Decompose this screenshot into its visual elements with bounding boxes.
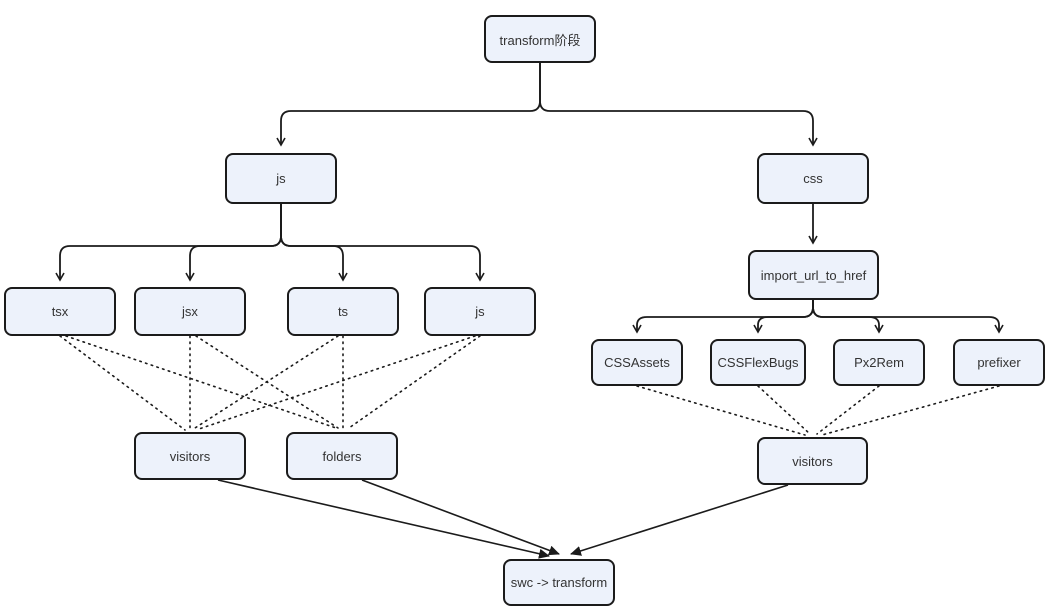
node-cssassets: CSSAssets	[591, 339, 683, 386]
tree-edges	[55, 63, 1004, 334]
node-ts: ts	[287, 287, 399, 336]
edge-transform-to-css	[539, 63, 818, 147]
edge-folders-to-swc	[361, 479, 560, 556]
node-px2rem: Px2Rem	[833, 339, 925, 386]
edge-import-to-prefixer	[812, 300, 1004, 334]
edge-jsleaf-to-folders	[348, 335, 481, 429]
node-prefixer: prefixer	[953, 339, 1045, 386]
edge-visitorsjs-to-swc	[217, 479, 550, 559]
edge-js-to-ts	[280, 204, 348, 282]
edge-tsx-to-visitors	[59, 335, 186, 431]
edge-px2rem-to-visitors	[816, 385, 880, 435]
node-swc-transform: swc -> transform	[503, 559, 615, 606]
edge-ts-to-visitors	[194, 335, 339, 429]
node-tsx: tsx	[4, 287, 116, 336]
node-jsx: jsx	[134, 287, 246, 336]
edge-visitorscss-to-swc	[570, 484, 789, 556]
node-css-branch: css	[757, 153, 869, 204]
edge-transform-to-js	[276, 63, 541, 147]
edge-import-to-px2rem	[812, 300, 884, 334]
node-transform-stage: transform阶段	[484, 15, 596, 63]
edge-import-to-cssflexbugs	[753, 300, 814, 334]
arrow-edges	[217, 479, 789, 559]
edge-js-to-jsleaf	[280, 204, 485, 282]
node-folders: folders	[286, 432, 398, 480]
edge-tsx-to-folders	[65, 335, 337, 429]
dotted-edges	[59, 335, 1000, 436]
edge-import-to-cssassets	[632, 300, 814, 334]
edge-prefixer-to-visitors	[821, 385, 1000, 436]
node-cssflexbugs: CSSFlexBugs	[710, 339, 806, 386]
edge-cssassets-to-visitors	[636, 385, 806, 436]
node-visitors-css: visitors	[757, 437, 868, 485]
node-import-url-to-href: import_url_to_href	[748, 250, 879, 300]
node-js-leaf: js	[424, 287, 536, 336]
edge-cssflexbugs-to-visitors	[757, 385, 811, 435]
node-js-branch: js	[225, 153, 337, 204]
edge-js-to-tsx	[55, 204, 282, 282]
edge-jsleaf-to-visitors	[198, 335, 476, 430]
edge-js-to-jsx	[185, 204, 282, 282]
node-visitors-js: visitors	[134, 432, 246, 480]
